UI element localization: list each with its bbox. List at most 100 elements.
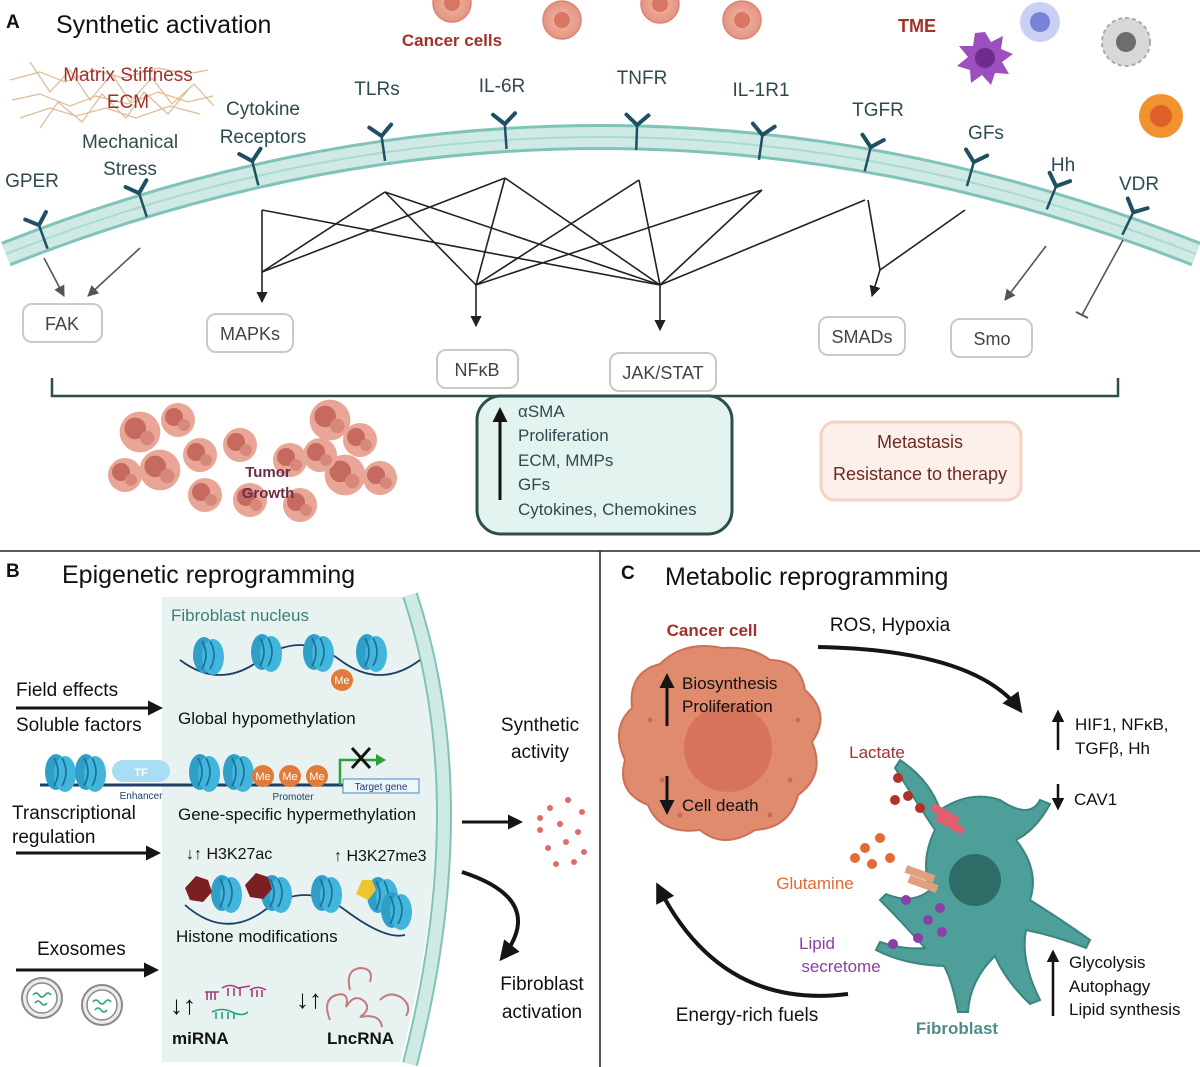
panel-c-letter: C xyxy=(621,563,635,584)
methyl-icon xyxy=(331,669,353,691)
jakstat-label: JAK/STAT xyxy=(622,363,703,383)
output-ecm-mmps: ECM, MMPs xyxy=(518,451,613,470)
panel-b-letter: B xyxy=(6,561,20,582)
cancer-cell-label: Cancer cell xyxy=(667,621,758,640)
mirna-icon xyxy=(205,984,251,1000)
c-proliferation-label: Proliferation xyxy=(682,697,773,716)
synthetic-label: Synthetic xyxy=(501,715,579,736)
smads-label: SMADs xyxy=(831,327,892,347)
glutamine-label: Glutamine xyxy=(776,874,853,893)
lncrna-arrows: ↓↑ xyxy=(296,984,322,1014)
nucleus-label: Fibroblast nucleus xyxy=(171,606,309,625)
il1r1-label: IL-1R1 xyxy=(732,80,789,101)
mirna-arrows: ↓↑ xyxy=(170,990,196,1020)
outputs-list: αSMA Proliferation ECM, MMPs GFs Cytokin… xyxy=(518,402,697,519)
jakstat-box xyxy=(609,352,717,392)
h3k27me3-label: ↑ H3K27me3 xyxy=(334,848,427,865)
tlrs-label: TLRs xyxy=(354,79,399,100)
soluble-factors-label: Soluble factors xyxy=(16,715,142,736)
methyl-icon xyxy=(252,765,328,787)
nfkb-label: NFκB xyxy=(455,360,500,380)
promoter-label: Promoter xyxy=(272,792,314,803)
gper-label: GPER xyxy=(5,171,59,192)
cav1-label: CAV1 xyxy=(1074,790,1117,809)
hif1-label: HIF1, NFκB, xyxy=(1075,715,1169,734)
lipid-label: Lipid xyxy=(799,934,835,953)
tme-label: TME xyxy=(898,16,936,36)
cytokine-label: Cytokine xyxy=(226,99,300,120)
exosomes-label: Exosomes xyxy=(37,939,126,960)
methyl-label: Me xyxy=(255,771,270,783)
acetyl-icon xyxy=(185,876,212,902)
field-effects-label: Field effects xyxy=(16,680,118,701)
panel-a-letter: A xyxy=(6,12,20,33)
resistance-label: Resistance to therapy xyxy=(833,464,1007,484)
fibroblast-label: Fibroblast xyxy=(916,1019,999,1038)
lipid-synthesis-label: Lipid synthesis xyxy=(1069,1000,1181,1019)
lipid-icon xyxy=(888,895,947,949)
lactate-icon xyxy=(890,773,925,813)
panel-a-title: Synthetic activation xyxy=(56,11,271,39)
ecm-stiffness-label: Matrix Stiffness xyxy=(63,65,193,86)
convergence-bracket xyxy=(50,378,1120,398)
nfkb-box xyxy=(436,349,519,389)
autophagy-label: Autophagy xyxy=(1069,977,1151,996)
lncrna-label: LncRNA xyxy=(327,1029,394,1048)
glycolysis-label: Glycolysis xyxy=(1069,953,1146,972)
h3k27ac-label: ↓↑ H3K27ac xyxy=(186,846,272,863)
metastasis-box xyxy=(819,420,1023,502)
stress-label: Stress xyxy=(103,159,157,180)
tnfr-label: TNFR xyxy=(617,68,668,89)
fibroblast-activation-label: Fibroblast xyxy=(500,974,584,995)
cell-death-label: Cell death xyxy=(682,796,759,815)
metastasis-label: Metastasis xyxy=(877,432,963,452)
acetyl-icon xyxy=(245,873,272,899)
ecm-fibers-icon xyxy=(9,61,215,129)
activity-label: activity xyxy=(511,742,570,763)
secretome-label: secretome xyxy=(801,957,880,976)
tf-icon xyxy=(112,760,170,782)
ecm-label: ECM xyxy=(107,92,149,113)
growth-label: Growth xyxy=(242,485,295,502)
biosynthesis-label: Biosynthesis xyxy=(682,674,777,693)
target-gene-label: Target gene xyxy=(355,782,408,793)
smads-box xyxy=(818,316,906,356)
fak-box xyxy=(22,303,103,343)
transcriptional-label: Transcriptional xyxy=(12,803,136,824)
panel-c: C Metabolic reprogramming Cancer cell Bi… xyxy=(617,563,1181,1038)
methyl-mark-icon xyxy=(356,880,376,900)
cancer-cells-label: Cancer cells xyxy=(402,31,502,50)
tgfr-label: TGFR xyxy=(852,100,904,121)
block-icon xyxy=(350,746,372,770)
panel-a: A Synthetic activation Matrix Stiffness … xyxy=(1,0,1200,536)
tgfb-label: TGFβ, Hh xyxy=(1075,739,1150,758)
mechanical-label: Mechanical xyxy=(82,132,178,153)
tumor-label: Tumor xyxy=(245,464,291,481)
smo-box xyxy=(950,318,1033,358)
vdr-label: VDR xyxy=(1119,174,1159,195)
mapks-box xyxy=(206,313,294,353)
enhancer-label: Enhancer xyxy=(120,791,163,802)
mirna-label: miRNA xyxy=(172,1029,229,1048)
hh-label: Hh xyxy=(1051,155,1075,176)
smo-label: Smo xyxy=(973,329,1010,349)
ros-hypoxia-label: ROS, Hypoxia xyxy=(830,615,951,636)
lactate-label: Lactate xyxy=(849,743,905,762)
output-asma: αSMA xyxy=(518,402,565,421)
panel-b: B Epigenetic reprogramming Fibroblast nu… xyxy=(6,561,587,1066)
regulation-label: regulation xyxy=(12,827,95,848)
outputs-box xyxy=(475,394,734,536)
lncrna-icon xyxy=(326,966,383,1028)
tumor-icon xyxy=(108,399,397,522)
receptors-label: Receptors xyxy=(220,127,307,148)
pathway-links xyxy=(43,177,1124,332)
immune-cell-icon xyxy=(957,2,1183,138)
il6r-label: IL-6R xyxy=(479,76,525,97)
panel-b-title: Epigenetic reprogramming xyxy=(62,561,355,589)
histone-modifications-label: Histone modifications xyxy=(176,927,338,946)
transporter-icon xyxy=(904,803,965,893)
activation-label: activation xyxy=(502,1002,582,1023)
methyl-label: Me xyxy=(334,675,349,687)
glutamine-icon xyxy=(850,833,895,869)
